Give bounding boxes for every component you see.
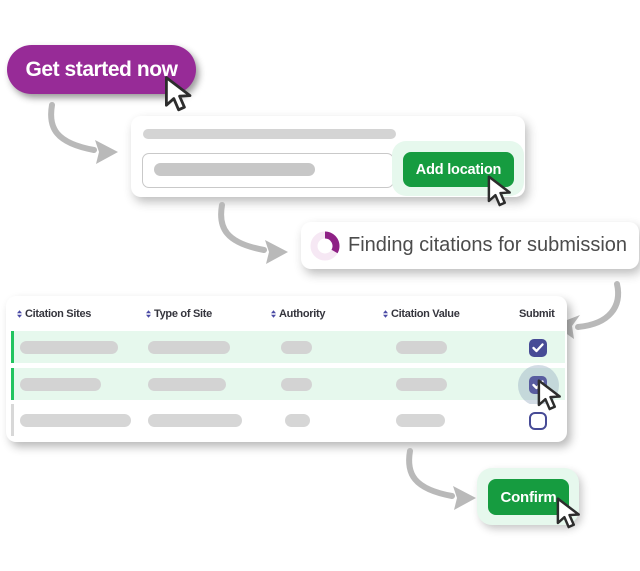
cell-placeholder	[20, 413, 131, 427]
column-header-type-of-site[interactable]: Type of Site	[146, 296, 212, 331]
spinner-icon	[310, 231, 340, 261]
confirm-label: Confirm	[500, 488, 557, 506]
cell-placeholder	[148, 377, 226, 391]
cell-placeholder	[285, 413, 310, 427]
column-header-citation-sites[interactable]: Citation Sites	[17, 296, 91, 331]
get-started-button[interactable]: Get started now	[7, 45, 196, 94]
arrow-cta-to-form	[48, 102, 118, 164]
cursor-icon	[556, 496, 580, 528]
cell-placeholder	[281, 340, 312, 354]
table-row	[11, 364, 565, 406]
cell-placeholder	[396, 340, 447, 354]
sort-icon	[383, 309, 388, 318]
add-location-button[interactable]: Add location	[403, 152, 514, 187]
cell-placeholder	[281, 377, 312, 391]
cell-placeholder	[148, 413, 242, 427]
arrow-table-to-confirm	[406, 448, 476, 510]
sort-icon	[271, 309, 276, 318]
cell-placeholder	[396, 413, 445, 427]
confirm-button[interactable]: Confirm	[488, 479, 569, 515]
location-input-value-placeholder	[154, 163, 315, 176]
column-header-submit: Submit	[519, 307, 555, 320]
get-started-label: Get started now	[25, 57, 178, 81]
cell-placeholder	[396, 377, 447, 391]
form-title-placeholder	[143, 129, 396, 139]
submit-checkbox-checked[interactable]	[529, 339, 547, 357]
table-row	[11, 404, 565, 436]
sort-icon	[146, 309, 151, 318]
arrow-loading-to-table	[554, 281, 622, 339]
table-header-row: Citation Sites Type of Site Authority Ci…	[6, 296, 567, 331]
submit-checkbox-unchecked[interactable]	[529, 412, 547, 430]
cell-placeholder	[20, 340, 118, 354]
column-header-citation-value[interactable]: Citation Value	[383, 296, 460, 331]
loading-label: Finding citations for submission	[348, 234, 628, 256]
add-location-label: Add location	[415, 161, 502, 178]
table-row	[11, 331, 565, 363]
sort-icon	[17, 309, 22, 318]
cell-placeholder	[20, 377, 101, 391]
cursor-icon	[537, 378, 561, 410]
arrow-form-to-loading	[218, 202, 288, 264]
location-input[interactable]	[142, 153, 394, 188]
citations-table: Citation Sites Type of Site Authority Ci…	[6, 296, 567, 442]
cell-placeholder	[148, 340, 230, 354]
column-header-authority[interactable]: Authority	[271, 296, 325, 331]
checkmark-icon	[532, 343, 544, 353]
location-form-card: Add location	[131, 116, 525, 197]
loading-card: Finding citations for submission	[301, 222, 639, 269]
cursor-icon	[487, 175, 511, 207]
cursor-icon	[165, 76, 192, 112]
